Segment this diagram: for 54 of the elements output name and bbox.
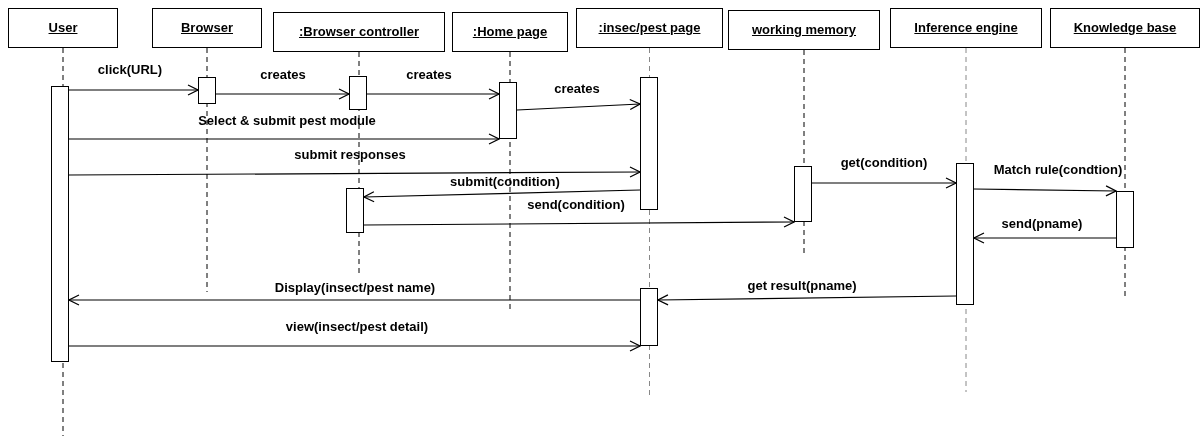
edge-label: view(insect/pest detail) — [285, 320, 429, 333]
edge-label: Match rule(condtion) — [993, 163, 1123, 176]
object-name: Knowledge base — [1073, 19, 1177, 37]
object-name: :insec/pest page — [598, 19, 701, 37]
activation-bar — [499, 82, 517, 139]
lifeline-header — [728, 10, 880, 50]
edge-label: send(condition) — [527, 198, 625, 211]
message-arrow — [363, 216, 795, 228]
lifeline-header — [576, 8, 723, 48]
edge-label: submit(condition) — [450, 175, 560, 188]
lifeline-header — [152, 8, 262, 48]
edge-label: Display(insect/pest name) — [274, 281, 436, 294]
object-name: working memory — [752, 21, 856, 39]
edge-label: creates — [406, 68, 452, 81]
message-arrow — [811, 177, 957, 189]
lifeline-header — [452, 12, 568, 52]
message-arrow — [215, 88, 350, 100]
object-name: User — [48, 19, 78, 37]
message-arrow — [68, 133, 500, 145]
lifeline-header — [890, 8, 1042, 48]
object-name: :Home page — [472, 23, 548, 41]
activation-bar — [198, 77, 216, 104]
activation-bar — [794, 166, 812, 222]
edge-label: get result(pname) — [747, 279, 857, 292]
message-arrow — [366, 88, 500, 100]
edge-label: get(condition) — [840, 156, 928, 169]
edge-label: creates — [260, 68, 306, 81]
message-arrow — [516, 98, 641, 111]
activation-bar — [1116, 191, 1134, 248]
activation-bar — [51, 86, 69, 362]
edge-label: send(pname) — [1001, 217, 1083, 230]
message-arrow — [363, 189, 641, 203]
message-arrow — [973, 185, 1117, 197]
message-arrow — [657, 294, 957, 306]
message-arrow — [68, 166, 641, 178]
edge-label: creates — [554, 82, 600, 95]
message-arrow — [68, 340, 641, 352]
object-name: Browser — [181, 19, 233, 37]
edge-label: submit responses — [294, 148, 406, 161]
activation-bar — [956, 163, 974, 305]
edge-label: Select & submit pest module — [198, 114, 376, 127]
message-arrow — [68, 294, 641, 306]
object-name: Inference engine — [914, 19, 1018, 37]
message-arrow — [68, 84, 199, 96]
activation-bar — [640, 77, 658, 210]
lifeline-header — [8, 8, 118, 48]
lifeline-header — [1050, 8, 1200, 48]
activation-bar — [346, 188, 364, 233]
lifeline-header — [273, 12, 445, 52]
object-name: :Browser controller — [299, 23, 419, 41]
activation-bar — [349, 76, 367, 110]
activation-bar — [640, 288, 658, 346]
message-arrow — [973, 232, 1117, 244]
edge-label: click(URL) — [97, 63, 163, 76]
